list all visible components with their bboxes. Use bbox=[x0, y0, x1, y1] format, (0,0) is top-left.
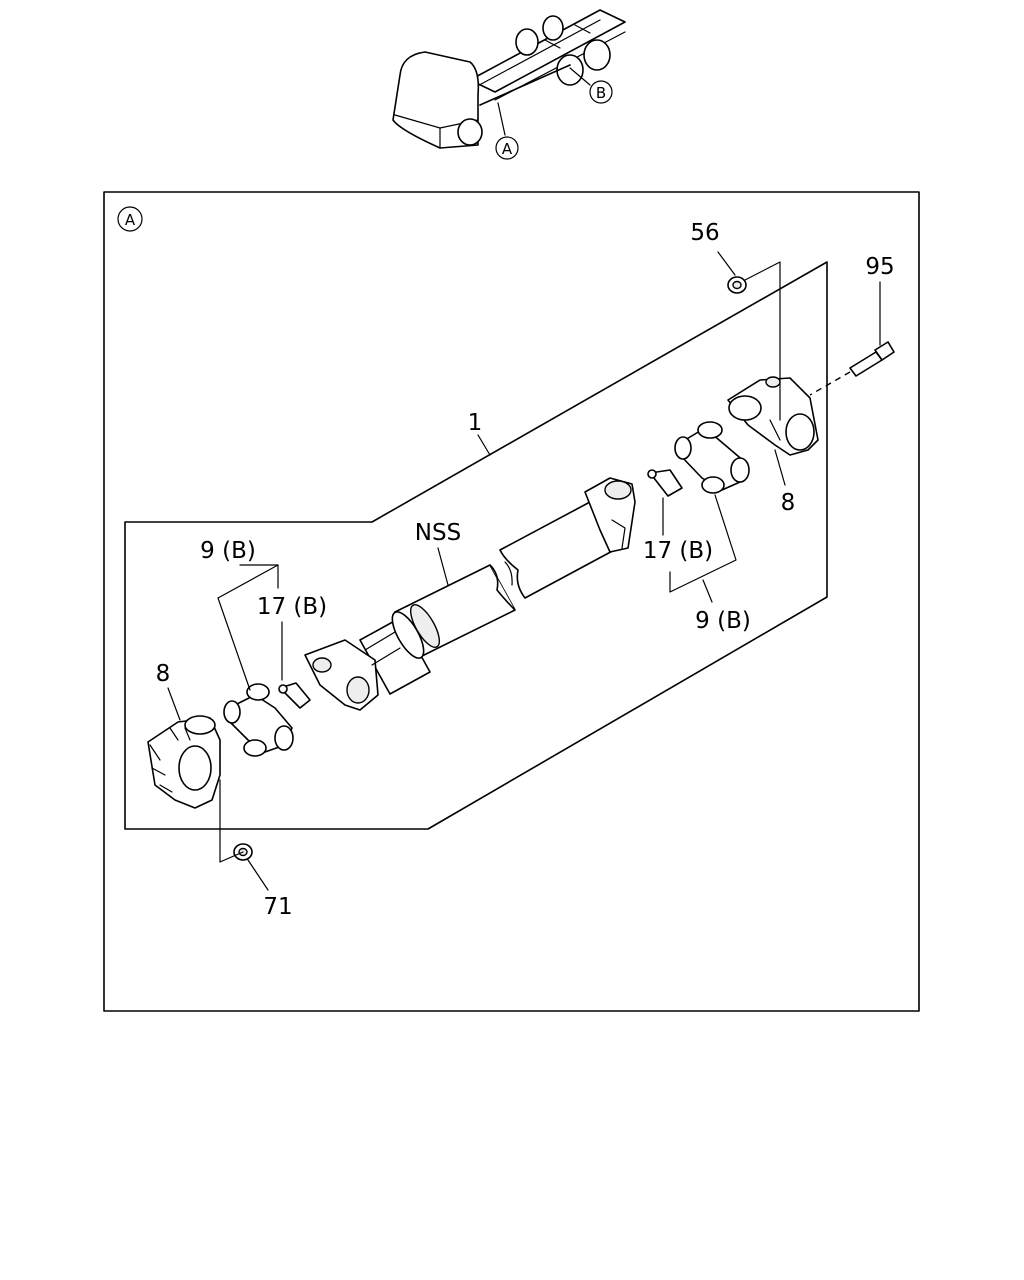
spider-right bbox=[674, 421, 750, 494]
callout-9b-right: 9 (B) bbox=[695, 608, 751, 634]
marker-b-overview: B bbox=[596, 84, 606, 102]
callout-8-left: 8 bbox=[156, 661, 171, 687]
assembly-bracket bbox=[124, 261, 828, 830]
callout-17b-right: 17 (B) bbox=[643, 538, 713, 564]
bolt-95 bbox=[849, 341, 895, 377]
detail-frame bbox=[103, 191, 920, 1012]
truck-overview: A B bbox=[392, 9, 626, 160]
marker-a-overview: A bbox=[502, 140, 513, 158]
propeller-shaft bbox=[304, 477, 636, 711]
spider-left bbox=[223, 683, 294, 757]
callout-56: 56 bbox=[690, 220, 719, 246]
nut-56 bbox=[727, 276, 747, 294]
leader-lines bbox=[167, 251, 881, 891]
grease-fitting-right bbox=[647, 469, 683, 497]
callout-nss: NSS bbox=[415, 520, 461, 546]
callout-95: 95 bbox=[865, 254, 894, 280]
flange-yoke-right bbox=[727, 376, 819, 456]
callout-9b-left: 9 (B) bbox=[200, 538, 256, 564]
flange-yoke-left bbox=[147, 715, 221, 809]
detail-marker-a: A bbox=[125, 211, 136, 229]
grease-fitting-left bbox=[278, 682, 311, 709]
callout-1: 1 bbox=[468, 410, 483, 436]
callout-8-right: 8 bbox=[781, 490, 796, 516]
callout-17b-left: 17 (B) bbox=[257, 594, 327, 620]
callout-71: 71 bbox=[263, 894, 292, 920]
